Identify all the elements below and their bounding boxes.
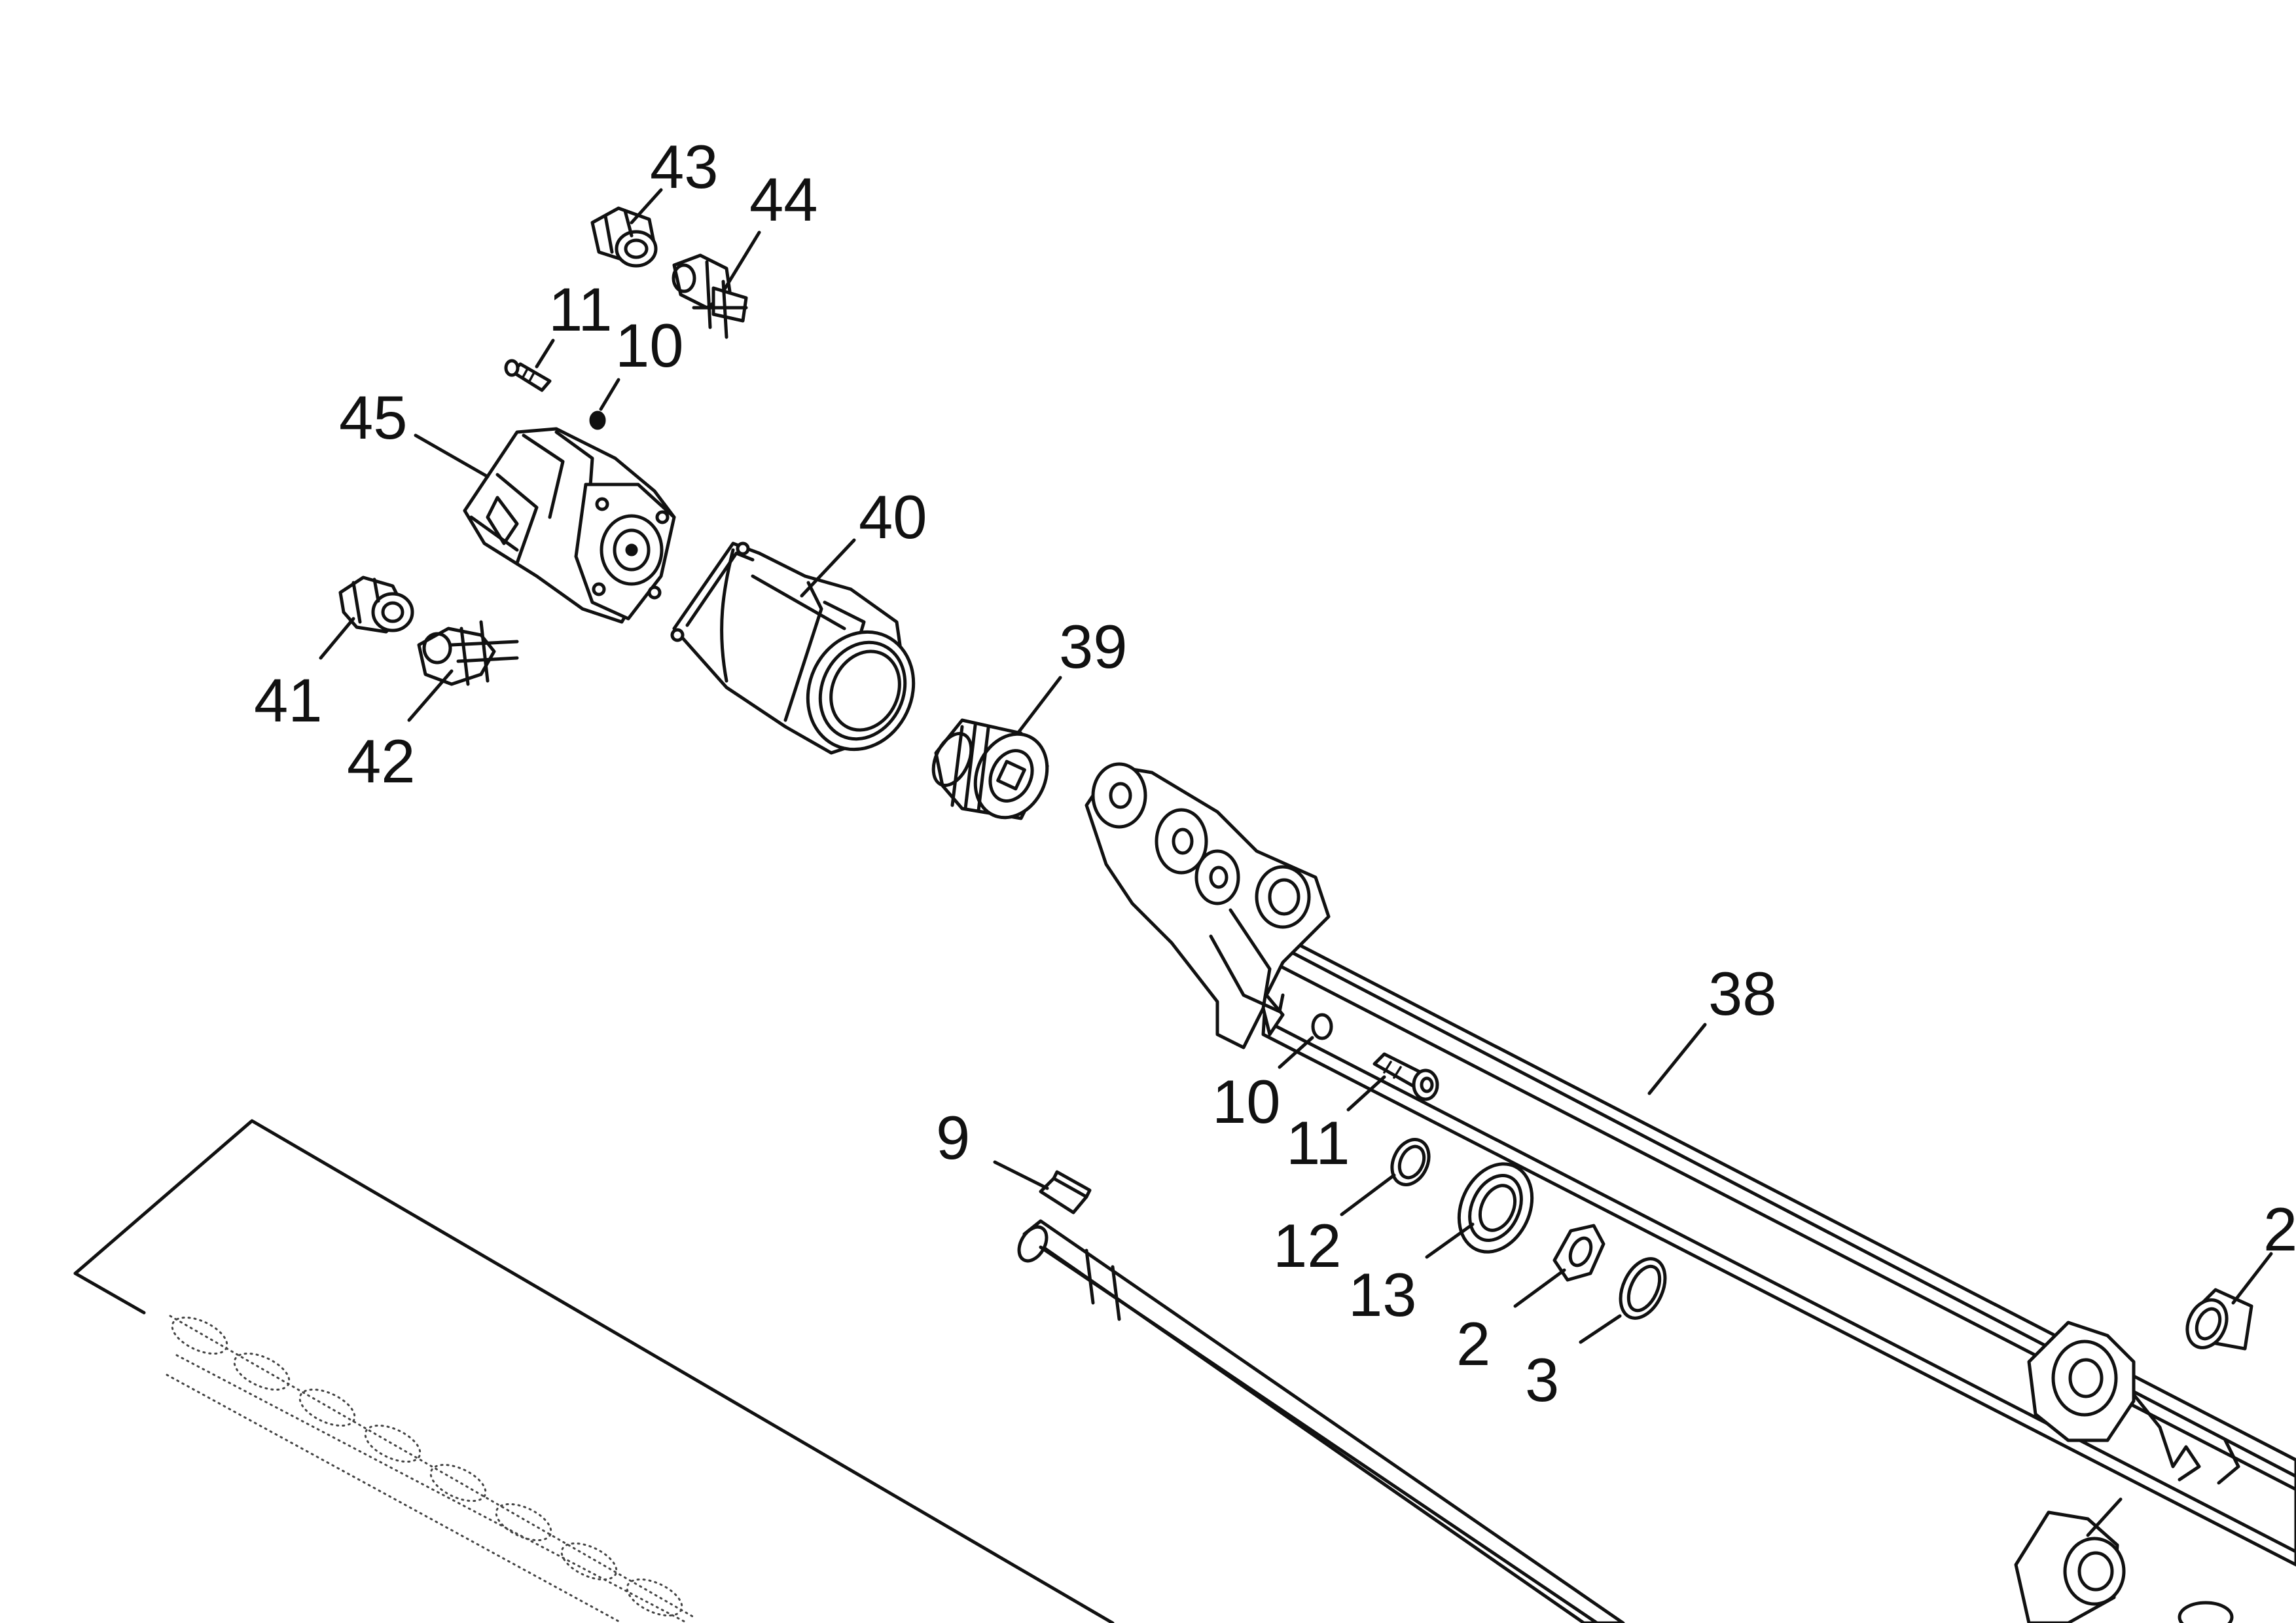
leader-40 xyxy=(800,538,856,598)
part-43-fitting xyxy=(590,206,658,268)
callout-9: 9 xyxy=(936,1103,970,1172)
part-9-key xyxy=(1039,1170,1092,1214)
dotted-hidden-parts xyxy=(166,1315,695,1623)
leader-2-low xyxy=(1513,1268,1566,1308)
callout-42: 42 xyxy=(347,727,416,795)
leader-13 xyxy=(1425,1222,1475,1259)
leader-10-low xyxy=(1278,1036,1314,1069)
part-10-washer-top xyxy=(589,410,606,430)
part-10-washer-low xyxy=(1311,1013,1333,1040)
part-13-bearing xyxy=(1457,1162,1534,1254)
part-2-nut xyxy=(1552,1224,1605,1282)
callout-13: 13 xyxy=(1348,1260,1417,1329)
callout-45: 45 xyxy=(339,383,408,452)
leader-2-right xyxy=(2231,1252,2273,1305)
leader-45 xyxy=(414,433,490,479)
part-38-boom-arm xyxy=(1085,762,2296,1567)
part-12-snap-ring xyxy=(1390,1138,1431,1186)
part-45-pump xyxy=(463,427,676,624)
drive-shaft xyxy=(1017,1219,1625,1623)
callout-11-low: 11 xyxy=(1286,1108,1350,1177)
callout-41: 41 xyxy=(254,666,323,735)
callout-38: 38 xyxy=(1708,959,1777,1028)
leader-43 xyxy=(630,188,663,225)
leader-12 xyxy=(1340,1173,1396,1216)
part-40-housing xyxy=(670,541,916,755)
part-2-bushing xyxy=(2185,1288,2253,1351)
lower-bracket xyxy=(2014,1497,2234,1623)
leader-11-top xyxy=(535,338,555,369)
callout-12: 12 xyxy=(1273,1211,1342,1280)
leader-44 xyxy=(721,230,761,293)
leader-39 xyxy=(1016,676,1062,735)
callout-3: 3 xyxy=(1525,1345,1559,1414)
part-11-bolt-top xyxy=(504,359,552,392)
callout-39: 39 xyxy=(1059,612,1128,681)
leader-42 xyxy=(407,669,454,722)
leader-3 xyxy=(1579,1314,1622,1344)
callout-2-low: 2 xyxy=(1456,1309,1490,1378)
callout-10-top: 10 xyxy=(615,311,684,380)
callout-11-top: 11 xyxy=(548,275,613,344)
leader-11-low xyxy=(1346,1075,1386,1112)
part-3-washer xyxy=(1619,1257,1667,1320)
leader-9 xyxy=(993,1160,1049,1190)
callout-2-right: 2 xyxy=(2263,1195,2296,1264)
part-11-bolt-low xyxy=(1372,1052,1439,1101)
part-44-clamp xyxy=(672,253,748,339)
leader-10-top xyxy=(599,378,620,411)
leader-41 xyxy=(319,617,355,660)
callout-43: 43 xyxy=(650,132,719,201)
part-41-fitting xyxy=(338,575,414,634)
leader-38 xyxy=(1647,1023,1707,1095)
part-39-coupling xyxy=(931,718,1049,820)
callout-44: 44 xyxy=(749,165,818,234)
part-42-clamp xyxy=(417,620,519,686)
callout-10-low: 10 xyxy=(1212,1067,1281,1136)
deck-outline xyxy=(73,1119,1115,1623)
callout-40: 40 xyxy=(859,483,927,551)
